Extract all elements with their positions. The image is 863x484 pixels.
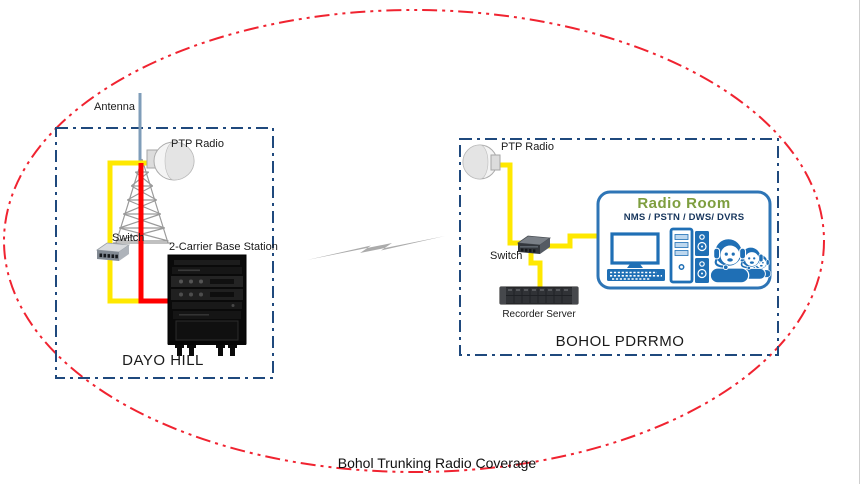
cable-yellow-pdrrmo-recorder [528,253,543,288]
diagram-title: Bohol Trunking Radio Coverage [337,455,537,471]
workstation-icon [607,232,665,281]
coverage-ellipse [3,9,825,473]
site-name-bohol-pdrrmo: BOHOL PDRRMO [555,333,685,350]
switch-label-pdrrmo: Switch [490,250,523,262]
ptp-dish-icon-left [146,141,195,181]
site-box-bohol-pdrrmo [459,138,779,356]
ptp-dish-icon-right [462,144,501,180]
tower-pc-icon [669,227,694,284]
slide-right-edge [859,0,860,484]
radio-room-title: Radio Room [637,195,731,212]
cable-red-dayo [138,163,169,304]
base-station-label: 2-Carrier Base Station [169,241,278,253]
ptp-radio-label-pdrrmo: PTP Radio [501,141,554,153]
ptp-radio-label-dayo: PTP Radio [171,138,224,150]
antenna-label: Antenna [94,101,135,113]
cable-yellow-dayo [107,160,152,304]
switch-label-dayo: Switch [112,232,145,244]
switch-icon-right [516,235,552,254]
site-box-dayo-hill [55,127,274,379]
cable-yellow-pdrrmo-room [543,233,599,249]
site-name-dayo-hill: DAYO HILL [122,352,204,369]
recorder-server-icon [499,286,579,305]
cable-yellow-pdrrmo-dish [497,162,521,246]
rack-cabinet-icon [167,254,247,356]
lightning-bolt-icon [307,236,445,260]
speakers-icon [695,231,709,283]
switch-icon-left [95,242,131,261]
radio-room-subtitle: NMS / PSTN / DWS/ DVRS [623,212,745,223]
recorder-server-label: Recorder Server [502,309,576,320]
